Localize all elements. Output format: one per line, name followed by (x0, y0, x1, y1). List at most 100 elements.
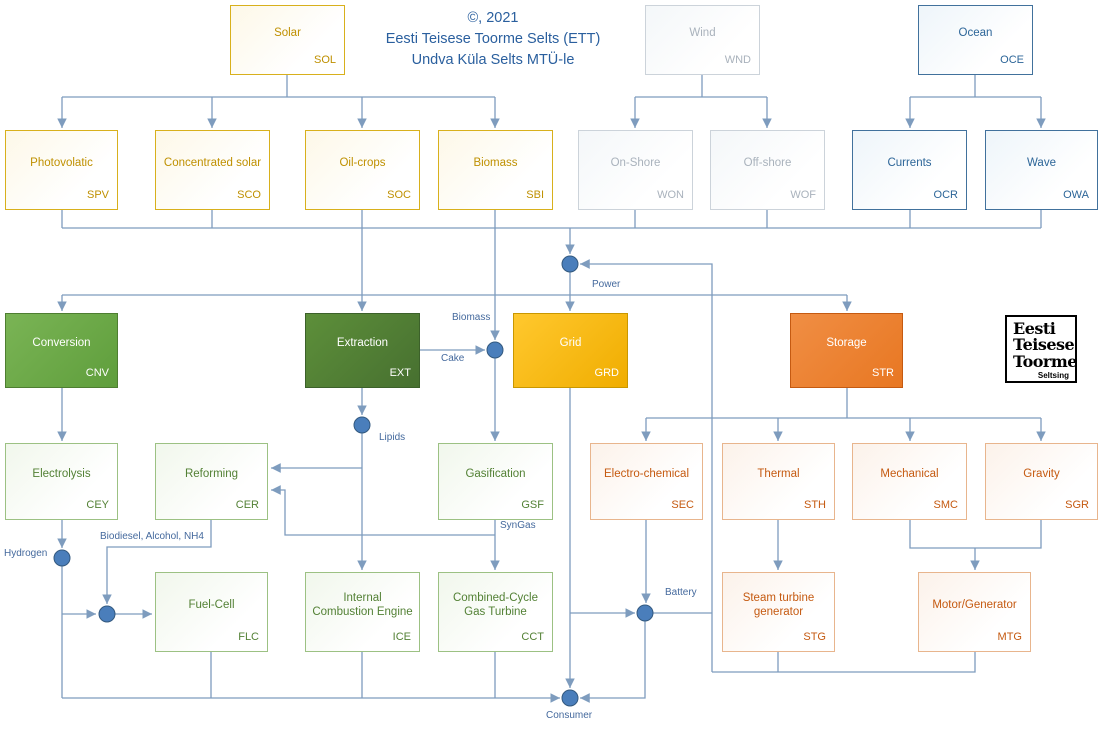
edge-cer-biodiesel (102, 520, 212, 604)
node-concentrated-solar: Concentrated solar SCO (155, 130, 270, 210)
node-label: Grid (559, 337, 582, 350)
logo-sub: Seltsing (1037, 370, 1069, 380)
node-label: Motor/Generator (932, 598, 1017, 611)
node-label: Concentrated solar (163, 156, 262, 169)
edge-smc-mtg (909, 520, 975, 549)
node-wind: Wind WND (645, 5, 760, 75)
node-electro-chemical: Electro-chemical SEC (590, 443, 703, 520)
node-biomass: Biomass SBI (438, 130, 553, 210)
node-label: Electro-chemical (604, 468, 689, 481)
junction-hydrogen (53, 549, 71, 567)
node-label: Electrolysis (32, 468, 91, 481)
node-code: SGR (1065, 499, 1089, 512)
node-label: Conversion (32, 337, 91, 350)
node-label: Oil-crops (339, 156, 386, 169)
node-code: SCO (237, 189, 261, 202)
node-label: Wave (1027, 156, 1056, 169)
node-code: WON (657, 189, 684, 202)
ett-logo: Eesti Teisese Toorme Seltsing (1005, 315, 1077, 383)
node-steam-turbine-generator: Steam turbine generator STG (722, 572, 835, 652)
title-org: Eesti Teisese Toorme Selts (ETT) (385, 31, 601, 48)
junction-consumer (561, 689, 579, 707)
logo-word-3: Toorme (1013, 351, 1077, 371)
node-fuel-cell: Fuel-Cell FLC (155, 572, 268, 652)
node-storage: Storage STR (790, 313, 903, 388)
diagram-title: ©, 2021 Eesti Teisese Toorme Selts (ETT)… (338, 8, 648, 71)
node-grid: Grid GRD (513, 313, 628, 388)
node-code: WND (724, 54, 751, 67)
node-extraction: Extraction EXT (305, 313, 420, 388)
edge-label-cake: Cake (439, 353, 467, 364)
edge-return-power (580, 259, 713, 672)
edge-label-consumer: Consumer (544, 710, 595, 721)
node-mechanical: Mechanical SMC (852, 443, 967, 520)
node-reforming: Reforming CER (155, 443, 268, 520)
node-code: CEY (86, 499, 109, 512)
node-code: CNV (85, 367, 109, 380)
edge-label-power: Power (590, 279, 623, 290)
node-code: SPV (86, 189, 109, 202)
node-label: On-Shore (610, 156, 661, 169)
node-gasification: Gasification GSF (438, 443, 553, 520)
node-code: GSF (521, 499, 544, 512)
node-code: CCT (521, 631, 544, 644)
edge-battery-consumer (580, 621, 646, 703)
node-currents: Currents OCR (852, 130, 967, 210)
edge-syngas-cer (271, 485, 495, 536)
node-label: Reforming (184, 468, 239, 481)
node-electrolysis: Electrolysis CEY (5, 443, 118, 520)
node-code: MTG (997, 631, 1022, 644)
node-label: Thermal (757, 468, 800, 481)
node-conversion: Conversion CNV (5, 313, 118, 388)
node-code: SEC (671, 499, 694, 512)
node-code: OCE (1000, 54, 1024, 67)
node-on-shore: On-Shore WON (578, 130, 693, 210)
junction-biomass (486, 341, 504, 359)
node-code: SMC (933, 499, 958, 512)
node-code: WOF (790, 189, 816, 202)
node-code: GRD (594, 367, 619, 380)
edge-label-lipids: Lipids (377, 432, 408, 443)
node-code: SOC (387, 189, 411, 202)
node-label: Ocean (958, 26, 993, 39)
node-label: Gasification (465, 468, 526, 481)
edges (57, 75, 1046, 703)
node-code: STG (803, 631, 826, 644)
node-ocean: Ocean OCE (918, 5, 1033, 75)
node-label: Steam turbine generator (742, 591, 815, 619)
node-code: OCR (933, 189, 958, 202)
junction-lipids (353, 416, 371, 434)
node-code: EXT (389, 367, 411, 380)
node-gravity: Gravity SGR (985, 443, 1098, 520)
logo-word-1: Eesti (1013, 319, 1056, 338)
node-label: Storage (826, 337, 867, 350)
node-off-shore: Off-shore WOF (710, 130, 825, 210)
node-code: ICE (392, 631, 411, 644)
node-code: SOL (313, 54, 336, 67)
node-label: Internal Combustion Engine (312, 591, 413, 619)
node-wave: Wave OWA (985, 130, 1098, 210)
node-label: Solar (274, 26, 301, 39)
edge-label-hydrogen: Hydrogen (2, 548, 50, 559)
node-label: Mechanical (880, 468, 939, 481)
junction-fuel (98, 605, 116, 623)
edge-mtg-return (712, 652, 976, 673)
node-internal-combustion-engine: Internal Combustion Engine ICE (305, 572, 420, 652)
node-label: Currents (887, 156, 932, 169)
edge-label-biodiesel: Biodiesel, Alcohol, NH4 (98, 531, 206, 542)
node-label: Off-shore (743, 156, 792, 169)
node-solar: Solar SOL (230, 5, 345, 75)
node-label: Wind (689, 26, 716, 39)
node-label: Fuel-Cell (188, 598, 235, 611)
node-label: Combined-Cycle Gas Turbine (452, 591, 538, 619)
node-label: Extraction (336, 337, 389, 350)
node-label: Gravity (1023, 468, 1060, 481)
node-code: OWA (1063, 189, 1089, 202)
node-label: Biomass (473, 156, 518, 169)
node-photovolatic: Photovolatic SPV (5, 130, 118, 210)
node-combined-cycle-gas-turbine: Combined-Cycle Gas Turbine CCT (438, 572, 553, 652)
node-code: CER (235, 499, 259, 512)
node-code: STR (872, 367, 894, 380)
